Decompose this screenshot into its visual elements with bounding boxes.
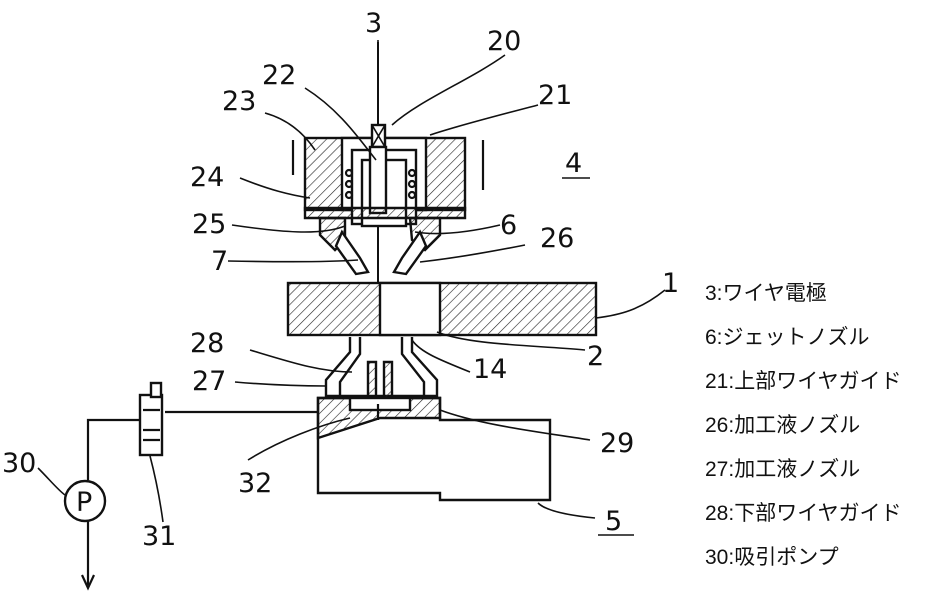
legend-item: 30:吸引ポンプ: [705, 546, 839, 569]
pump-symbol: P: [76, 487, 92, 518]
legend-item: 6:ジェットノズル: [705, 326, 870, 349]
legend-item: 3:ワイヤ電極: [705, 282, 827, 305]
ref-27: 27: [192, 366, 226, 397]
upper-head-assembly: [291, 123, 485, 276]
ref-29: 29: [600, 428, 634, 459]
ref-3: 3: [365, 8, 382, 39]
ref-4: 4: [565, 148, 582, 179]
ref-6: 6: [500, 210, 517, 241]
ref-24: 24: [190, 162, 224, 193]
ref-25: 25: [192, 209, 226, 240]
ref-22: 22: [262, 60, 296, 91]
workpiece: [286, 281, 598, 337]
suction-pump: [63, 479, 107, 523]
lower-nozzle-assembly: [324, 337, 439, 406]
ref-21: 21: [538, 80, 572, 111]
ref-5: 5: [605, 506, 622, 537]
ref-26: 26: [540, 223, 574, 254]
suction-line: [81, 381, 318, 591]
ref-23: 23: [222, 86, 256, 117]
ref-32: 32: [238, 468, 272, 499]
legend-item: 27:加工液ノズル: [705, 458, 861, 481]
ref-14: 14: [473, 354, 507, 385]
ref-1: 1: [662, 268, 679, 299]
ref-30: 30: [2, 448, 36, 479]
ref-2: 2: [587, 341, 604, 372]
legend: 3:ワイヤ電極 6:ジェットノズル 21:上部ワイヤガイド 26:加工液ノズル …: [705, 272, 927, 580]
leader-lines: [37, 40, 666, 536]
lower-head: [316, 396, 552, 502]
legend-item: 21:上部ワイヤガイド: [705, 370, 902, 393]
ref-7: 7: [211, 246, 228, 277]
legend-item: 26:加工液ノズル: [705, 414, 861, 437]
legend-item: 28:下部ワイヤガイド: [705, 502, 902, 525]
ref-31: 31: [142, 521, 176, 552]
ref-20: 20: [487, 26, 521, 57]
ref-28: 28: [190, 328, 224, 359]
